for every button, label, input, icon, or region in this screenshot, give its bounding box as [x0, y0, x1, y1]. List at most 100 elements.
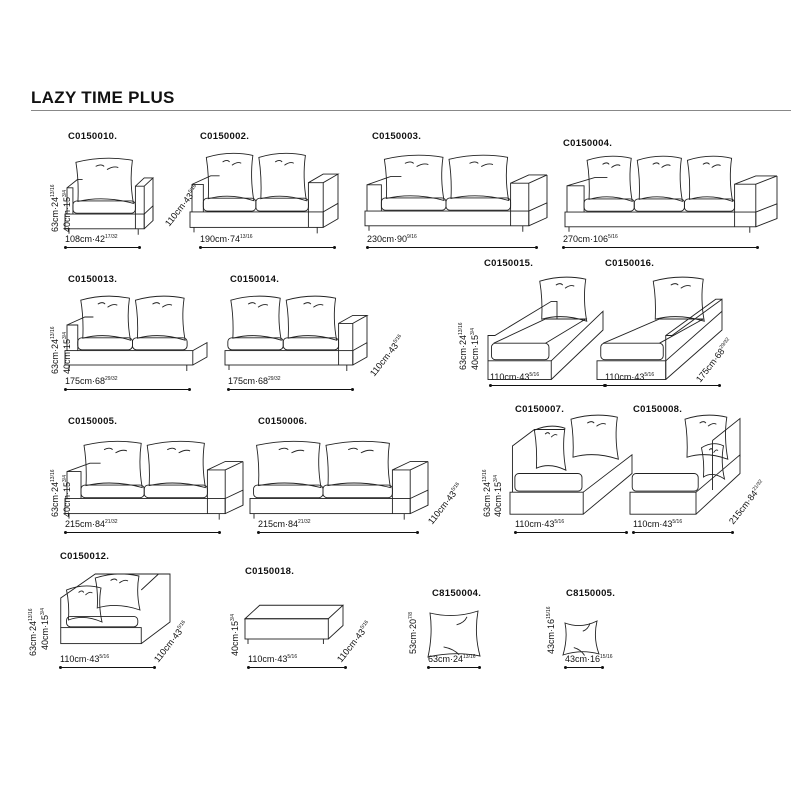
product-code: C0150012. — [60, 551, 110, 562]
seat-cushion — [631, 473, 699, 492]
chaise-drawing — [487, 276, 604, 380]
width-dimension: 110cm·435/16 — [515, 519, 565, 529]
seat-cushion — [202, 197, 257, 212]
width-dimension-line — [562, 246, 759, 249]
width-in: 84 — [288, 519, 299, 529]
height-in: 24 — [458, 334, 468, 345]
right-arm — [391, 461, 429, 514]
back-cushion — [686, 155, 734, 203]
width-in: 43 — [89, 654, 100, 664]
seat-cushion — [514, 473, 583, 492]
cushion-crease — [670, 283, 691, 289]
width-fraction: 5/16 — [644, 372, 655, 378]
width-dimension: 270cm·1065/16 — [563, 234, 618, 244]
right-arm — [510, 174, 548, 226]
height-fraction: 7/8 — [408, 612, 414, 619]
seat-fraction: 3/4 — [493, 475, 499, 482]
width-fraction: 5/16 — [529, 372, 540, 378]
seat-fraction: 3/4 — [230, 614, 236, 621]
width-dimension-line — [64, 246, 141, 249]
seat-in: 15 — [230, 620, 240, 631]
width-cm: 63cm — [428, 654, 451, 664]
sofa-drawing — [364, 154, 548, 232]
width-cm: 175cm — [65, 376, 93, 386]
width-dimension-line — [514, 531, 628, 534]
width-dimension: 108cm·4217/32 — [65, 234, 118, 244]
seat-cushion — [445, 197, 512, 211]
product-code: C0150003. — [372, 131, 422, 142]
right-arm — [307, 173, 340, 228]
product-code: C0150010. — [68, 131, 118, 142]
seat-height-dimension: 40cm·153/4 — [230, 614, 240, 656]
width-dimension: 230cm·909/16 — [367, 234, 417, 244]
height-cm: 63cm — [50, 209, 60, 232]
sofa-base-side — [322, 202, 339, 228]
back-cushion — [230, 295, 282, 341]
depth-fraction: 5/16 — [176, 619, 187, 631]
width-in: 43 — [634, 372, 645, 382]
width-dimension: 175cm·6829/32 — [65, 376, 118, 386]
cushion-crease — [247, 302, 269, 308]
width-fraction: 15/16 — [600, 654, 613, 660]
height-fraction: 13/16 — [458, 322, 464, 335]
width-dimension-line — [257, 531, 419, 534]
height-dimension: 63cm·2413/16 — [28, 608, 38, 656]
corner-back — [511, 429, 565, 493]
width-fraction: 29/32 — [105, 376, 118, 382]
cushion-crease — [555, 283, 575, 289]
chaise-drawing — [596, 276, 723, 380]
title-divider — [31, 110, 791, 111]
width-cm: 110cm — [490, 372, 517, 382]
seat-cushion — [227, 337, 284, 351]
sofa-drawing — [189, 152, 340, 234]
chaise-base — [487, 360, 552, 380]
ottoman-front — [244, 618, 329, 640]
chaise-base — [596, 360, 667, 380]
corner-base-side — [695, 453, 741, 515]
left-arm — [66, 316, 94, 351]
back-cushion — [94, 573, 141, 611]
depth-cm: 110cm — [368, 351, 393, 379]
left-arm — [566, 177, 608, 213]
cushion-crease — [652, 162, 671, 168]
width-cm: 110cm — [60, 654, 87, 664]
back-cushion — [285, 295, 338, 341]
height-dimension: 63cm·2413/16 — [482, 469, 492, 517]
cushion-crease — [469, 161, 494, 167]
cushion-crease — [699, 421, 717, 427]
width-dimension-line — [247, 666, 347, 669]
width-cm: 175cm — [228, 376, 256, 386]
ottoman-top — [243, 604, 345, 620]
cushion-crease — [95, 164, 119, 170]
product-code: C0150013. — [68, 274, 118, 285]
width-fraction: 5/16 — [287, 654, 298, 660]
ottoman-legs — [247, 639, 324, 644]
sofa-legs — [228, 365, 348, 371]
back-cushion — [652, 276, 705, 322]
back-cushion — [448, 154, 510, 201]
width-dimension: 63cm·2413/16 — [428, 654, 476, 664]
corner-drawing — [509, 414, 633, 515]
seat-height-dimension: 40cm·153/4 — [40, 608, 50, 650]
width-dimension: 43cm·1615/16 — [565, 654, 613, 664]
seat-cushion — [131, 337, 188, 351]
pillow-drawing — [427, 610, 481, 658]
cushion-crease — [222, 160, 242, 166]
back-cushion — [80, 295, 132, 341]
height-fraction: 13/16 — [50, 184, 56, 197]
product-code: C0150005. — [68, 416, 118, 427]
seat-cushion — [683, 198, 736, 212]
seat-height-dimension: 40cm·153/4 — [470, 328, 480, 370]
sofa-base-side — [352, 341, 368, 366]
width-fraction: 17/32 — [105, 234, 118, 240]
back-cushion — [75, 157, 134, 205]
sofa-legs — [68, 513, 220, 520]
side-cushion — [700, 443, 726, 480]
width-cm: 215cm — [65, 519, 93, 529]
width-dimension: 215cm·8421/32 — [258, 519, 311, 529]
width-dimension: 190cm·7413/16 — [200, 234, 253, 244]
left-arm — [66, 179, 83, 215]
width-cm: 110cm — [633, 519, 660, 529]
width-fraction: 29/32 — [268, 376, 281, 382]
sofa-base-side — [225, 489, 244, 515]
